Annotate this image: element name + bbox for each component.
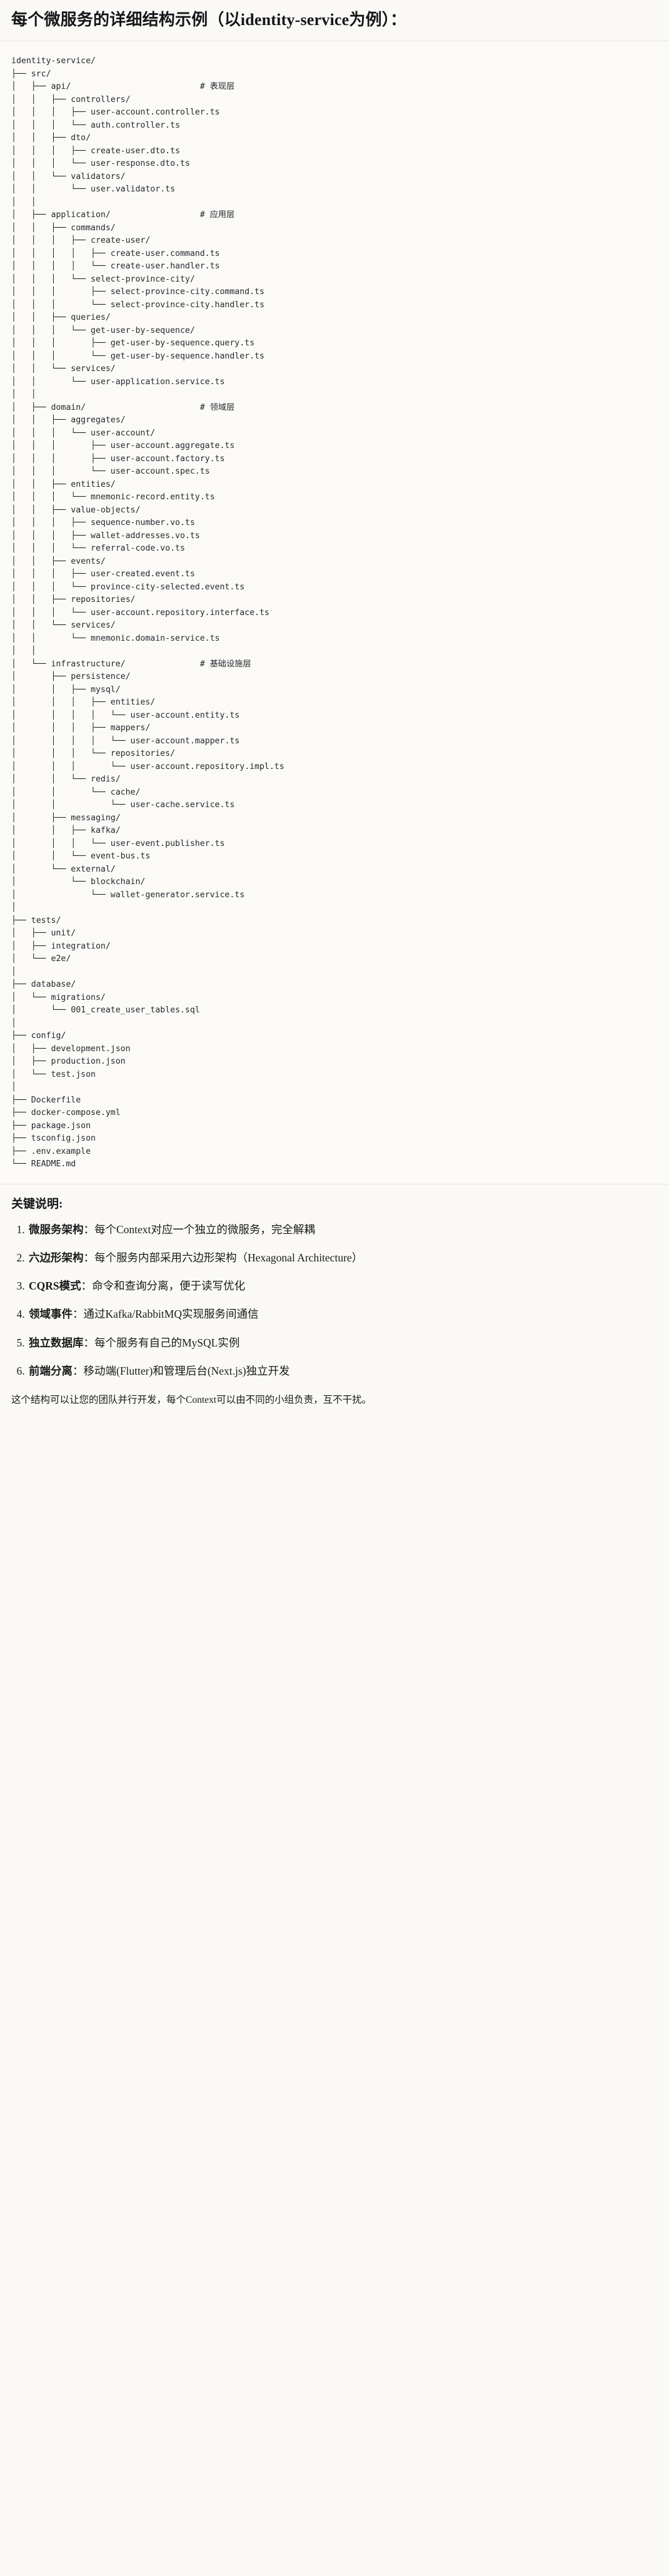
document-page: 每个微服务的详细结构示例（以identity-service为例）： ident… [0,0,669,1425]
key-note-term: 前端分离 [29,1364,73,1377]
key-note-term: 领域事件 [29,1308,73,1321]
key-note-term: CQRS模式 [29,1280,81,1293]
directory-tree: identity-service/ ├── src/ │ ├── api/ # … [11,56,284,1169]
key-note-item: 六边形架构：每个服务内部采用六边形架构（Hexagonal Architectu… [28,1250,658,1266]
key-note-term: 微服务架构 [29,1223,84,1236]
key-note-term: 独立数据库 [29,1336,84,1349]
key-note-description: ：移动端(Flutter)和管理后台(Next.js)独立开发 [73,1364,290,1377]
key-note-term: 六边形架构 [29,1251,84,1264]
key-note-description: ：每个Context对应一个独立的微服务，完全解耦 [83,1223,315,1236]
key-note-item: 领域事件：通过Kafka/RabbitMQ实现服务间通信 [28,1306,658,1322]
key-note-item: CQRS模式：命令和查询分离，便于读写优化 [28,1278,658,1294]
key-note-description: ：通过Kafka/RabbitMQ实现服务间通信 [73,1308,259,1321]
key-notes-title: 关键说明: [11,1197,63,1211]
key-note-description: ：命令和查询分离，便于读写优化 [81,1280,246,1293]
key-notes-list: 微服务架构：每个Context对应一个独立的微服务，完全解耦六边形架构：每个服务… [11,1221,658,1380]
key-note-item: 独立数据库：每个服务有自己的MySQL实例 [28,1335,658,1351]
directory-tree-block: identity-service/ ├── src/ │ ├── api/ # … [0,41,669,1184]
key-note-item: 微服务架构：每个Context对应一个独立的微服务，完全解耦 [28,1221,658,1238]
closing-paragraph: 这个结构可以让您的团队并行开发，每个Context可以由不同的小组负责，互不干扰… [11,1395,372,1406]
page-title: 每个微服务的详细结构示例（以identity-service为例）： [11,11,407,29]
key-note-description: ：每个服务有自己的MySQL实例 [83,1336,240,1349]
key-notes-section: 关键说明: 微服务架构：每个Context对应一个独立的微服务，完全解耦六边形架… [0,1184,669,1425]
key-note-description: ：每个服务内部采用六边形架构（Hexagonal Architecture） [83,1251,363,1264]
key-note-item: 前端分离：移动端(Flutter)和管理后台(Next.js)独立开发 [28,1363,658,1379]
